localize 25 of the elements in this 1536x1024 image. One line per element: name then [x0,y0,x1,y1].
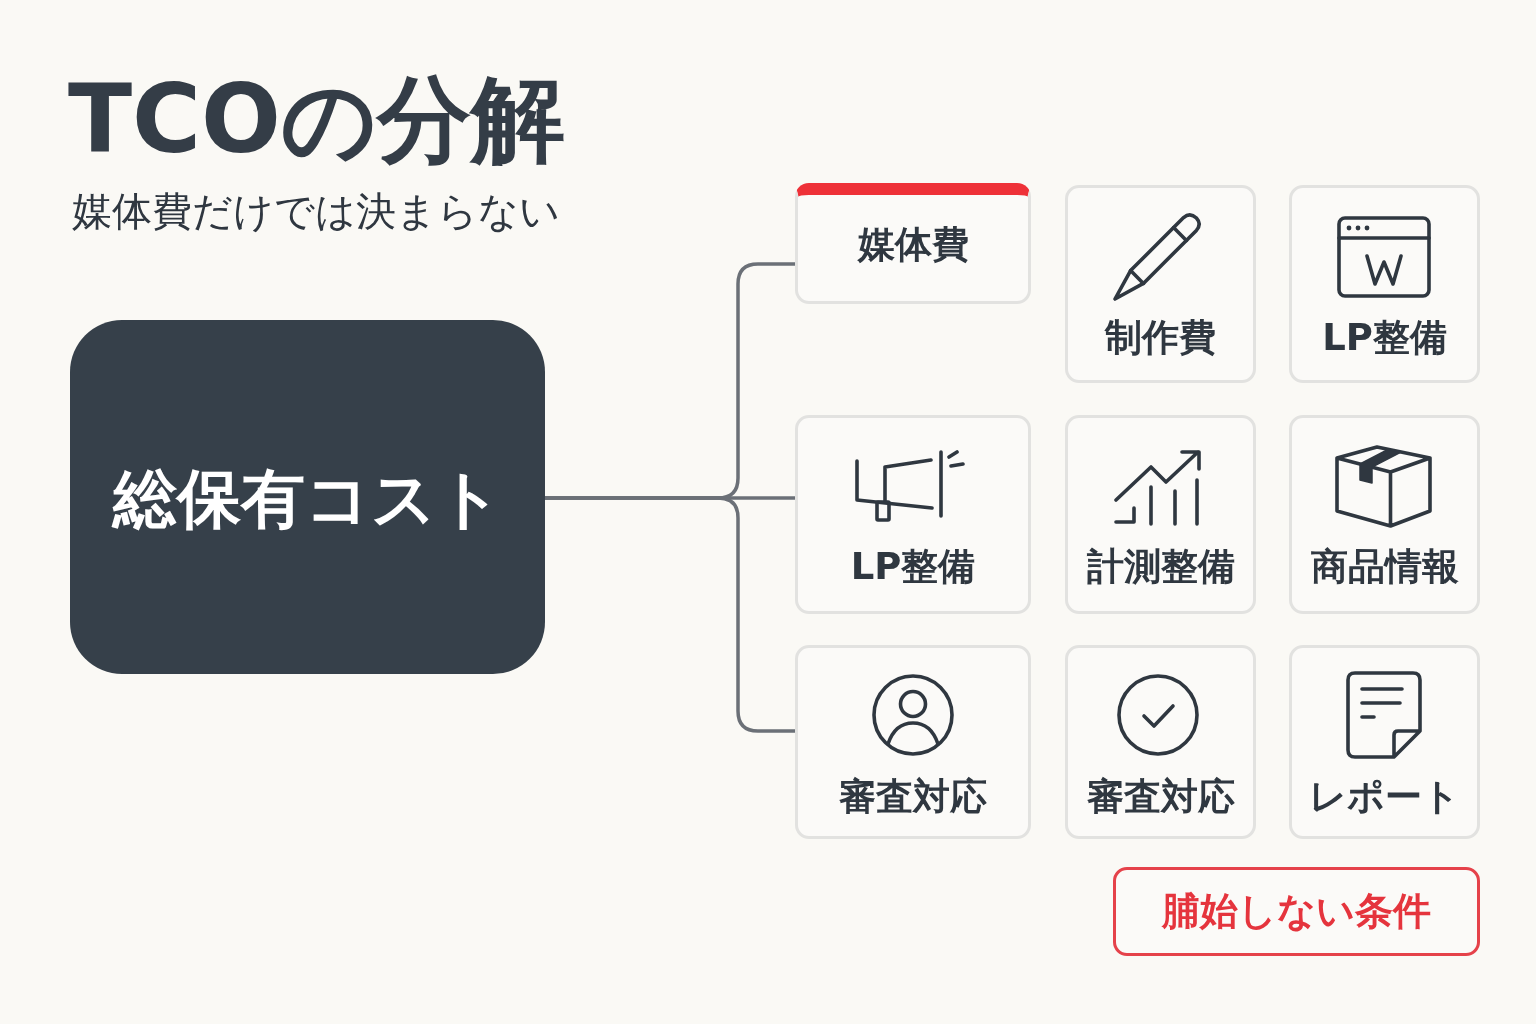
card-label: 商品情報 [1310,545,1459,589]
item-card [1065,645,1256,839]
item-card [795,183,1031,304]
card-label: LP整備 [1322,316,1447,360]
title: TCOの分解 [68,68,565,172]
card-label: LP整備 [850,545,976,589]
item-card [1065,185,1256,383]
card-label: 審査対応 [839,775,987,819]
connector-line [545,496,795,733]
root-node-card [70,320,545,674]
condition-frame [1113,867,1480,956]
card-label: 審査対応 [1086,775,1235,819]
card-label: 計測整備 [1086,545,1235,589]
root-node-label: 総保有コスト [112,463,503,537]
card-label: 媒体費 [857,223,969,267]
subtitle: 媒体費だけでは決まらない [72,188,560,234]
item-card [1289,645,1480,839]
item-card [795,645,1031,839]
item-card [1289,415,1480,614]
card-label: レポート [1309,775,1460,819]
condition-label: 脯始しない条件 [1162,890,1431,934]
item-card [795,415,1031,614]
item-card [1065,415,1256,614]
item-card [1289,185,1480,383]
card-label: 制作費 [1105,316,1216,360]
